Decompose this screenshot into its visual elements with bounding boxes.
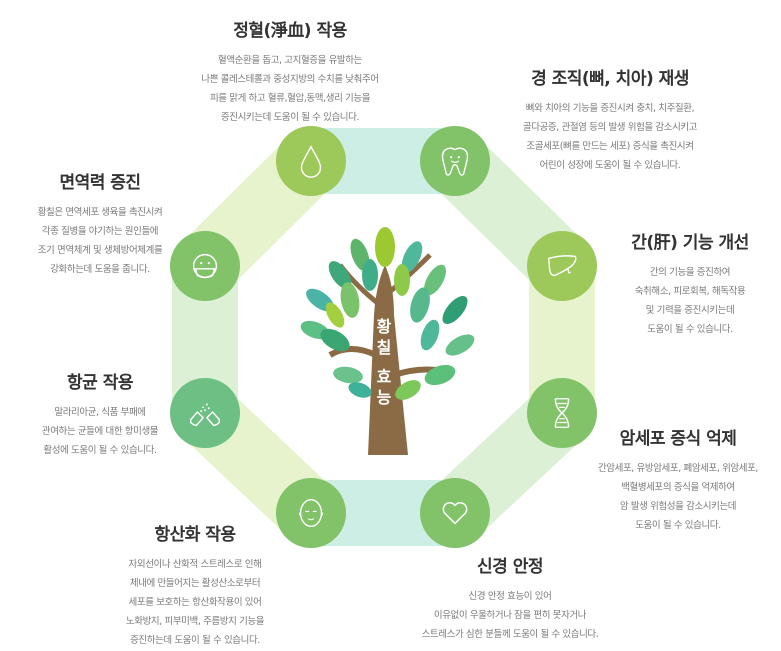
benefit-desc-line: 세포를 보호하는 항산화작용이 있어 xyxy=(128,597,262,608)
benefit-title: 암세포 증식 억제 xyxy=(619,429,737,449)
benefit-desc-line: 증진시키는데 도움이 될 수 있습니다. xyxy=(220,112,360,123)
benefit-desc-line: 증진하는데 도움이 될 수 있습니다. xyxy=(130,635,260,646)
center-title-char: 능 xyxy=(376,388,392,407)
benefit-cancer-suppression: 암세포 증식 억제 간암세포, 유방암세포, 폐암세포, 위암세포, 백혈병세포… xyxy=(578,424,778,535)
benefit-desc-line: 황칠은 면역세포 생육을 촉진시켜 xyxy=(37,207,163,218)
benefit-immunity-boost: 면역력 증진 황칠은 면역세포 생육을 촉진시켜 각종 질병을 야기하는 원인들… xyxy=(5,168,195,279)
capsule-icon xyxy=(190,403,220,427)
benefit-desc-line: 도움이 될 수 있습니다. xyxy=(635,520,721,531)
calm-face-node xyxy=(276,478,346,548)
benefit-nerve-stability: 신경 안정 신경 안정 효능이 있어 이유없이 우울하거나 잠을 편히 못자거나… xyxy=(400,552,620,644)
benefit-desc-line: 백혈병세포의 증식을 억제하여 xyxy=(621,482,735,493)
center-title-char: 칠 xyxy=(376,338,392,357)
heart-node xyxy=(420,478,490,548)
liver-icon xyxy=(547,255,577,277)
benefit-desc-line: 간암세포, 유방암세포, 폐암세포, 위암세포, xyxy=(597,463,759,474)
dna-icon xyxy=(554,398,570,428)
benefit-antibacterial: 항균 작용 말라리아균, 식품 부패에 관여하는 균들에 대한 항미생물 활성에… xyxy=(10,368,190,460)
blood-drop-node xyxy=(276,126,346,196)
blood-drop-icon xyxy=(300,145,322,178)
benefit-desc-line: 강화하는데 도움을 줍니다. xyxy=(50,264,150,275)
benefit-desc-line: 활성에 도움이 될 수 있습니다. xyxy=(43,445,157,456)
face-mask-icon xyxy=(192,253,218,279)
tree-illustration xyxy=(300,227,475,455)
center-title-char: 황 xyxy=(376,317,392,336)
benefit-desc-line: 이유없이 우울하거나 잠을 편히 못자거나 xyxy=(433,610,587,621)
benefit-desc-line: 노화방지, 피부미백, 주름방지 기능을 xyxy=(125,616,265,627)
benefit-desc-line: 자외선이나 산화적 스트레스로 인해 xyxy=(128,559,262,570)
benefit-desc-line: 체내에 만들어지는 활성산소로부터 xyxy=(129,578,261,589)
benefit-desc-line: 각종 질병을 야기하는 원인들에 xyxy=(41,226,159,237)
benefit-desc-line: 어린이 성장에 도움이 될 수 있습니다. xyxy=(539,160,681,171)
tooth-icon xyxy=(441,147,469,176)
benefit-hard-tissue-regeneration: 경 조직(뼈, 치아) 재생 뼈와 치아의 기능을 증진시켜 충치, 치주질환,… xyxy=(480,64,740,175)
tooth-node xyxy=(420,126,490,196)
capsule-node xyxy=(170,378,240,448)
face-mask-node xyxy=(170,231,240,301)
heart-icon xyxy=(442,501,468,525)
benefit-desc-line: 관여하는 균들에 대한 항미생물 xyxy=(41,426,159,437)
benefit-title: 신경 안정 xyxy=(477,557,543,577)
benefit-desc-line: 나쁜 콜레스테롤과 중성지방의 수치를 낮춰주어 xyxy=(201,74,379,85)
benefit-title: 면역력 증진 xyxy=(59,173,141,193)
center-title: 황 칠 효 능 xyxy=(371,316,397,408)
benefit-title: 항산화 작용 xyxy=(154,525,236,545)
benefit-desc-line: 뼈와 치아의 기능을 증진시켜 충치, 치주질환, xyxy=(525,103,695,114)
liver-node xyxy=(527,231,597,301)
benefit-desc-line: 조기 면역체계 및 생체방어체계를 xyxy=(37,245,163,256)
benefit-desc-line: 도움이 될 수 있습니다. xyxy=(647,324,733,335)
benefit-desc-line: 혈액순환을 돕고, 고지혈증을 유발하는 xyxy=(218,55,362,66)
benefit-liver-function: 간(肝) 기능 개선 간의 기능을 증진하여 숙취해소, 피로회복, 해독작용 … xyxy=(600,228,780,339)
benefit-antioxidant: 항산화 작용 자외선이나 산화적 스트레스로 인해 체내에 만들어지는 활성산소… xyxy=(90,520,300,650)
benefit-desc-line: 골다공증, 관절염 등의 발생 위험을 감소시키고 xyxy=(522,122,698,133)
benefit-blood-purification: 정혈(淨血) 작용 혈액순환을 돕고, 고지혈증을 유발하는 나쁜 콜레스테롤과… xyxy=(170,16,410,127)
benefit-desc-line: 조골세포(뼈를 만드는 세포) 증식을 촉진시켜 xyxy=(526,141,694,152)
calm-face-icon xyxy=(299,498,323,528)
benefit-title: 정혈(淨血) 작용 xyxy=(233,21,347,41)
benefit-desc-line: 암 발생 위험성을 감소시키는데 xyxy=(619,501,737,512)
benefit-desc-line: 스트레스가 심한 분들께 도움이 될 수 있습니다. xyxy=(421,629,599,640)
benefit-desc-line: 피를 맑게 하고 혈류,혈압,동맥,생리 기능을 xyxy=(209,93,371,104)
center-title-char: 효 xyxy=(376,367,392,386)
benefit-title: 간(肝) 기능 개선 xyxy=(631,233,749,253)
benefit-desc-line: 숙취해소, 피로회복, 해독작용 xyxy=(634,286,746,297)
benefit-desc-line: 간의 기능을 증진하여 xyxy=(649,267,731,278)
benefit-title: 경 조직(뼈, 치아) 재생 xyxy=(531,69,689,89)
benefit-title: 항균 작용 xyxy=(67,373,133,393)
benefit-desc-line: 말라리아균, 식품 부패에 xyxy=(54,407,146,418)
dna-node xyxy=(527,378,597,448)
benefit-desc-line: 신경 안정 효능이 있어 xyxy=(468,591,552,602)
benefit-desc-line: 및 기력을 증진시키는데 xyxy=(645,305,735,316)
